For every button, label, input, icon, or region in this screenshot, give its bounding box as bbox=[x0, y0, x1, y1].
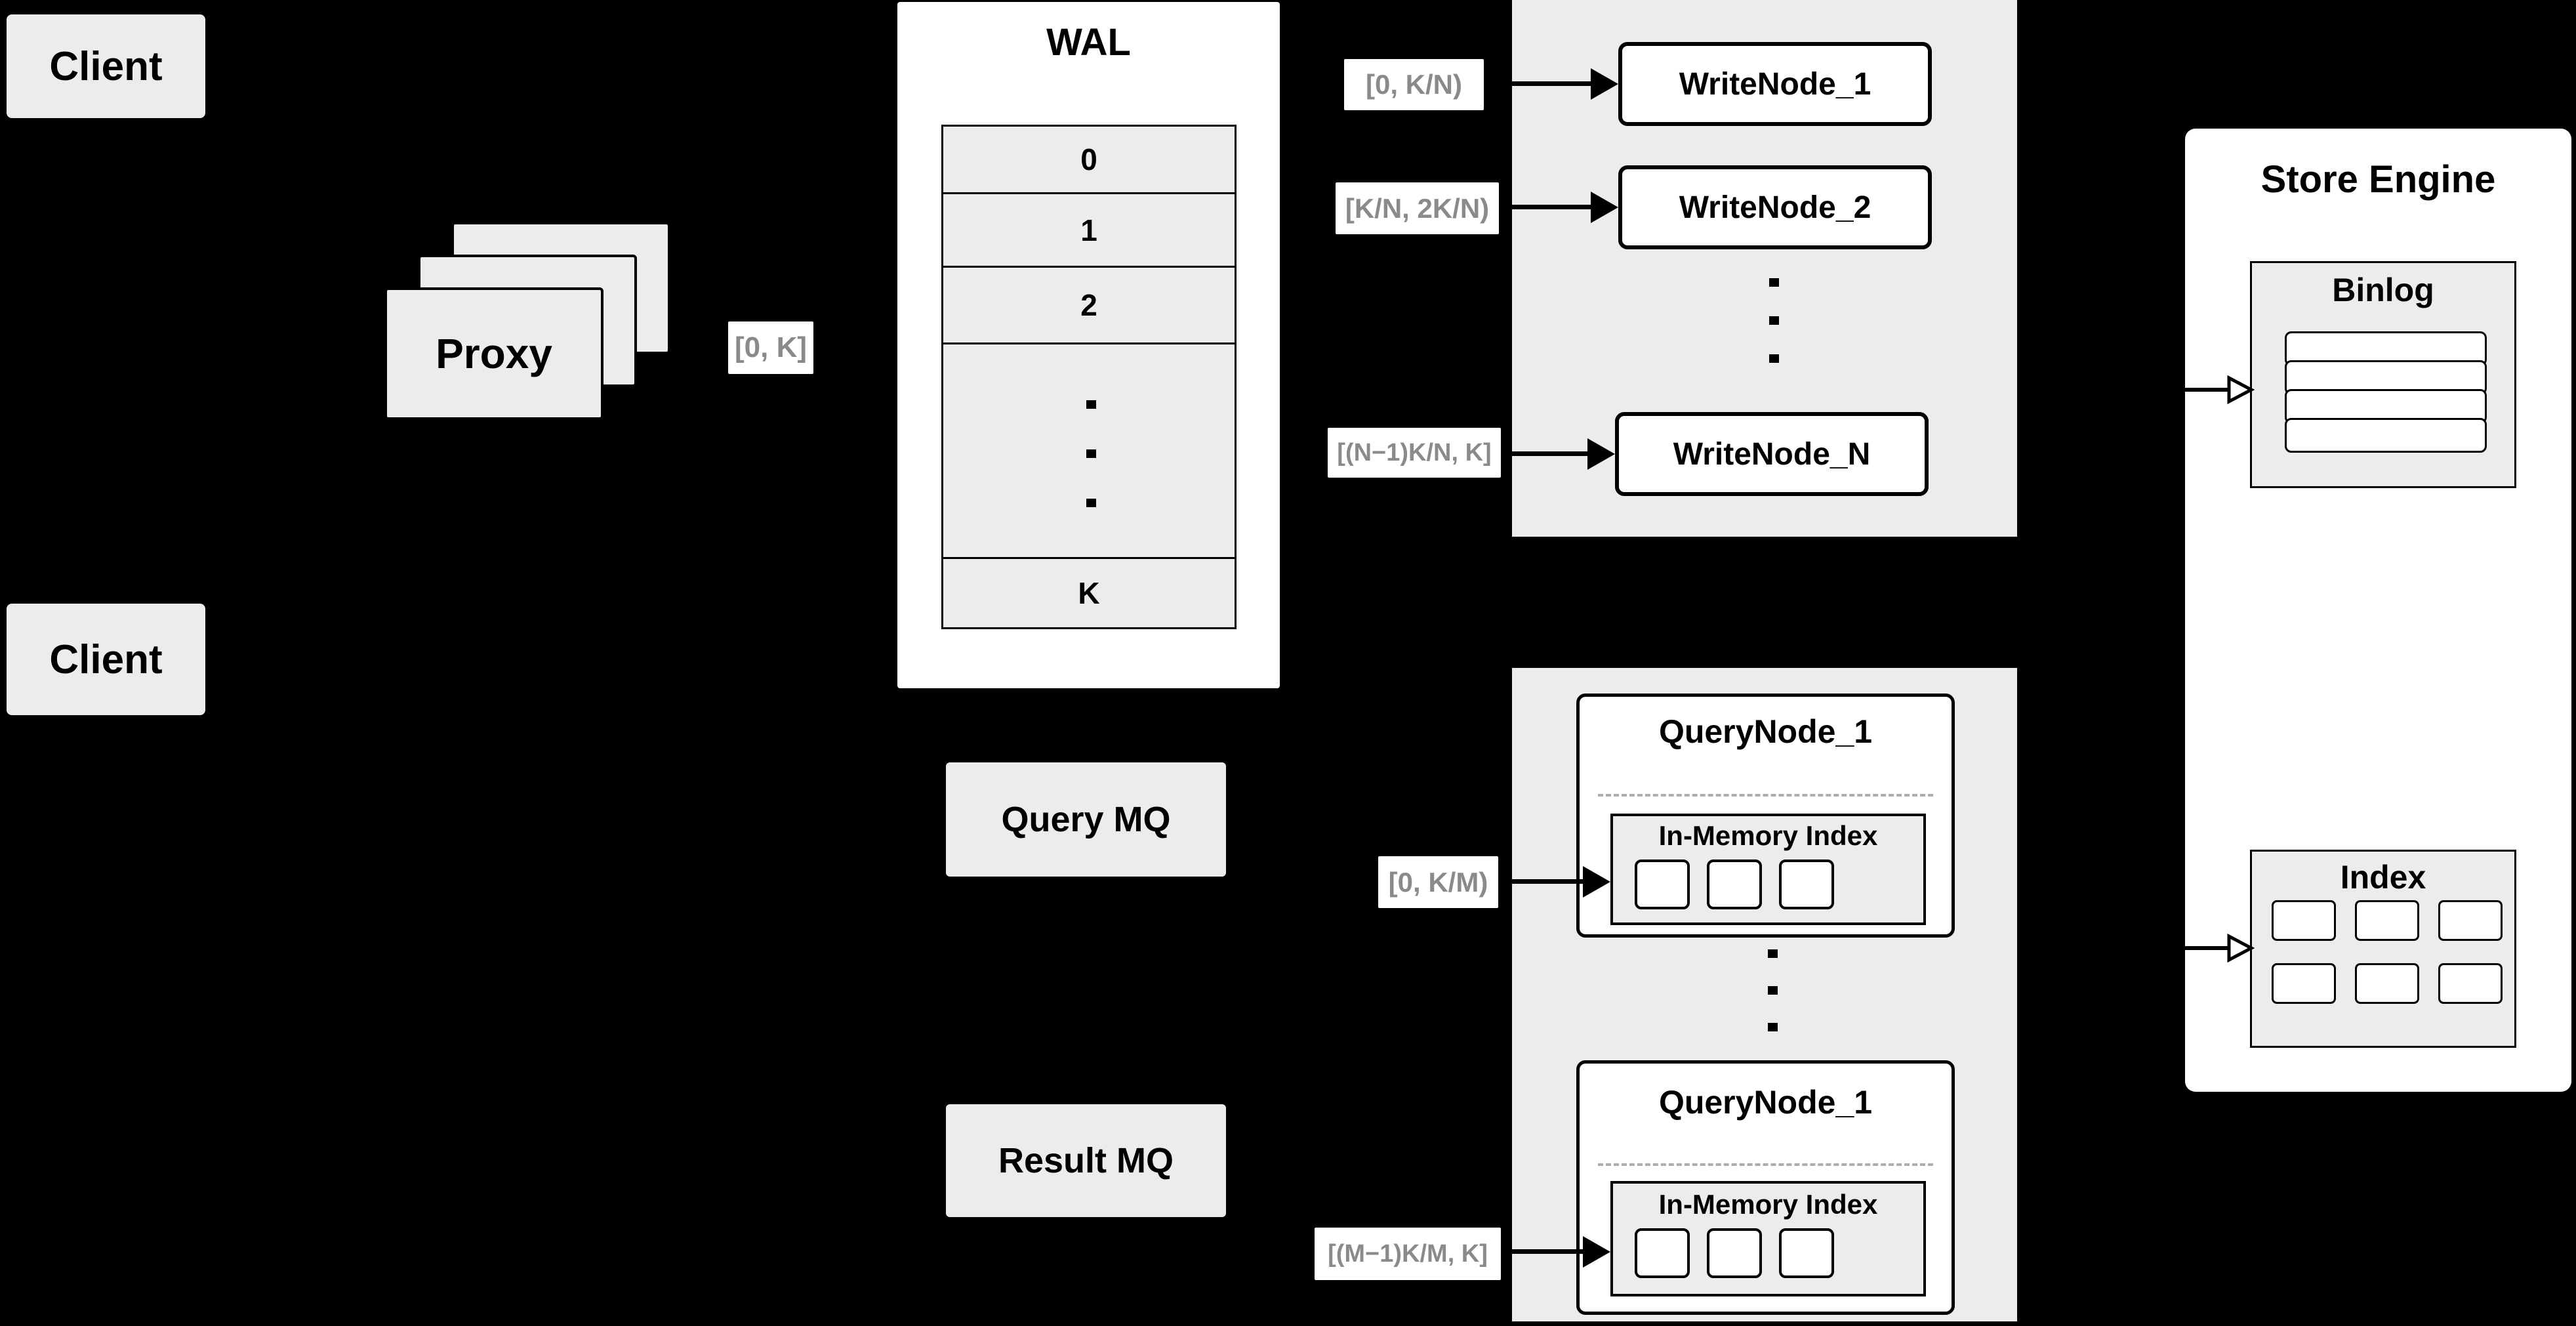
query-range-label-1: [0, K/M) bbox=[1378, 856, 1498, 908]
index-cell bbox=[2272, 900, 2336, 941]
index-segment bbox=[1707, 1228, 1762, 1278]
wal-segment-0-label: 0 bbox=[1080, 142, 1097, 176]
arrow-to-write-node-2 bbox=[1501, 205, 1592, 209]
arrow-head-write-node-1 bbox=[1591, 68, 1618, 100]
index-cell bbox=[2272, 963, 2336, 1004]
hollow-arrow-binlog bbox=[2182, 375, 2255, 405]
write-range-label-1: [0, K/N) bbox=[1344, 59, 1484, 110]
ellipsis-dot bbox=[1086, 499, 1096, 507]
index-box: Index bbox=[2250, 850, 2516, 1048]
arrow-to-write-node-n bbox=[1503, 451, 1589, 456]
proxy-range-text: [0, K] bbox=[735, 331, 807, 363]
wal-segment-k: K bbox=[941, 557, 1237, 629]
query-range-label-m: [(M−1)K/M, K] bbox=[1315, 1228, 1501, 1280]
binlog-title: Binlog bbox=[2332, 272, 2434, 308]
wal-title: WAL bbox=[1046, 21, 1131, 64]
proxy-box: Proxy bbox=[384, 287, 603, 420]
client-bottom-label: Client bbox=[49, 636, 163, 682]
query-range-1-text: [0, K/M) bbox=[1388, 866, 1488, 898]
index-cell bbox=[2438, 900, 2503, 941]
result-mq-label: Result MQ bbox=[998, 1141, 1174, 1180]
ellipsis-dot bbox=[1768, 1023, 1778, 1031]
wal-segment-2: 2 bbox=[941, 266, 1237, 344]
arrow-head-write-node-2 bbox=[1591, 192, 1618, 223]
write-node-2: WriteNode_2 bbox=[1618, 165, 1932, 249]
wal-box: WAL 0 1 2 K bbox=[897, 2, 1280, 688]
wal-segment-k-label: K bbox=[1078, 576, 1100, 610]
client-bottom-box: Client bbox=[7, 604, 205, 715]
client-top-label: Client bbox=[49, 43, 163, 89]
store-engine-box: Store Engine Binlog Index bbox=[2185, 129, 2571, 1092]
query-node-1-title: QueryNode_1 bbox=[1658, 713, 1873, 750]
query-range-m-text: [(M−1)K/M, K] bbox=[1328, 1239, 1488, 1268]
arrow-to-query-node-2 bbox=[1503, 1249, 1584, 1254]
index-cell bbox=[2355, 900, 2419, 941]
ellipsis-dot bbox=[1769, 316, 1779, 325]
store-engine-title: Store Engine bbox=[2260, 158, 2496, 201]
index-cell bbox=[2355, 963, 2419, 1004]
ellipsis-dot bbox=[1086, 400, 1096, 409]
ellipsis-dot bbox=[1768, 949, 1778, 958]
client-top-box: Client bbox=[7, 14, 205, 118]
query-node-2: QueryNode_1 In-Memory Index bbox=[1576, 1060, 1955, 1315]
wal-segment-ellipsis bbox=[941, 342, 1237, 559]
write-node-1: WriteNode_1 bbox=[1618, 42, 1932, 126]
query-node-panel: QueryNode_1 In-Memory Index QueryNode_1 … bbox=[1512, 668, 2017, 1321]
binlog-row bbox=[2285, 418, 2487, 453]
ellipsis-dot bbox=[1768, 986, 1778, 995]
arrow-to-query-node-1 bbox=[1500, 879, 1584, 884]
in-memory-index-1: In-Memory Index bbox=[1610, 814, 1926, 925]
index-segment bbox=[1707, 860, 1762, 909]
write-range-label-n: [(N−1)K/N, K] bbox=[1328, 428, 1501, 478]
index-segment bbox=[1635, 1228, 1690, 1278]
index-segment bbox=[1779, 1228, 1834, 1278]
ellipsis-dot bbox=[1769, 354, 1779, 363]
in-memory-index-2-title: In-Memory Index bbox=[1658, 1189, 1878, 1220]
wal-segment-1-label: 1 bbox=[1080, 213, 1097, 247]
query-node-2-title: QueryNode_1 bbox=[1658, 1084, 1873, 1121]
hollow-arrow-index bbox=[2182, 933, 2255, 963]
index-title: Index bbox=[2340, 859, 2426, 896]
binlog-box: Binlog bbox=[2250, 261, 2516, 488]
query-mq-label: Query MQ bbox=[1001, 800, 1171, 839]
index-segment bbox=[1779, 860, 1834, 909]
arrow-head-write-node-n bbox=[1587, 438, 1615, 470]
write-node-n-label: WriteNode_N bbox=[1673, 436, 1871, 472]
in-memory-index-2: In-Memory Index bbox=[1610, 1181, 1926, 1296]
arrow-head-query-node-1 bbox=[1583, 866, 1610, 898]
index-segment bbox=[1635, 860, 1690, 909]
arrow-to-write-node-1 bbox=[1486, 81, 1592, 86]
proxy-range-label: [0, K] bbox=[728, 321, 813, 374]
dashed-separator bbox=[1598, 794, 1933, 797]
write-range-2-text: [K/N, 2K/N) bbox=[1345, 192, 1490, 224]
write-node-n: WriteNode_N bbox=[1615, 412, 1929, 496]
wal-segment-0: 0 bbox=[941, 125, 1237, 194]
arrow-head-query-node-2 bbox=[1583, 1236, 1610, 1268]
wal-segment-1: 1 bbox=[941, 192, 1237, 268]
write-range-label-2: [K/N, 2K/N) bbox=[1336, 182, 1499, 234]
result-mq-box: Result MQ bbox=[946, 1104, 1226, 1217]
write-node-1-label: WriteNode_1 bbox=[1679, 66, 1871, 102]
query-mq-box: Query MQ bbox=[946, 762, 1226, 877]
in-memory-index-1-title: In-Memory Index bbox=[1658, 820, 1878, 851]
proxy-label: Proxy bbox=[436, 330, 552, 377]
write-node-2-label: WriteNode_2 bbox=[1679, 190, 1871, 225]
write-range-1-text: [0, K/N) bbox=[1366, 69, 1462, 100]
ellipsis-dot bbox=[1769, 278, 1779, 287]
index-cell bbox=[2438, 963, 2503, 1004]
wal-segment-2-label: 2 bbox=[1080, 288, 1097, 322]
query-node-1: QueryNode_1 In-Memory Index bbox=[1576, 694, 1955, 938]
dashed-separator bbox=[1598, 1163, 1933, 1166]
ellipsis-dot bbox=[1086, 449, 1096, 458]
write-range-n-text: [(N−1)K/N, K] bbox=[1337, 438, 1492, 466]
